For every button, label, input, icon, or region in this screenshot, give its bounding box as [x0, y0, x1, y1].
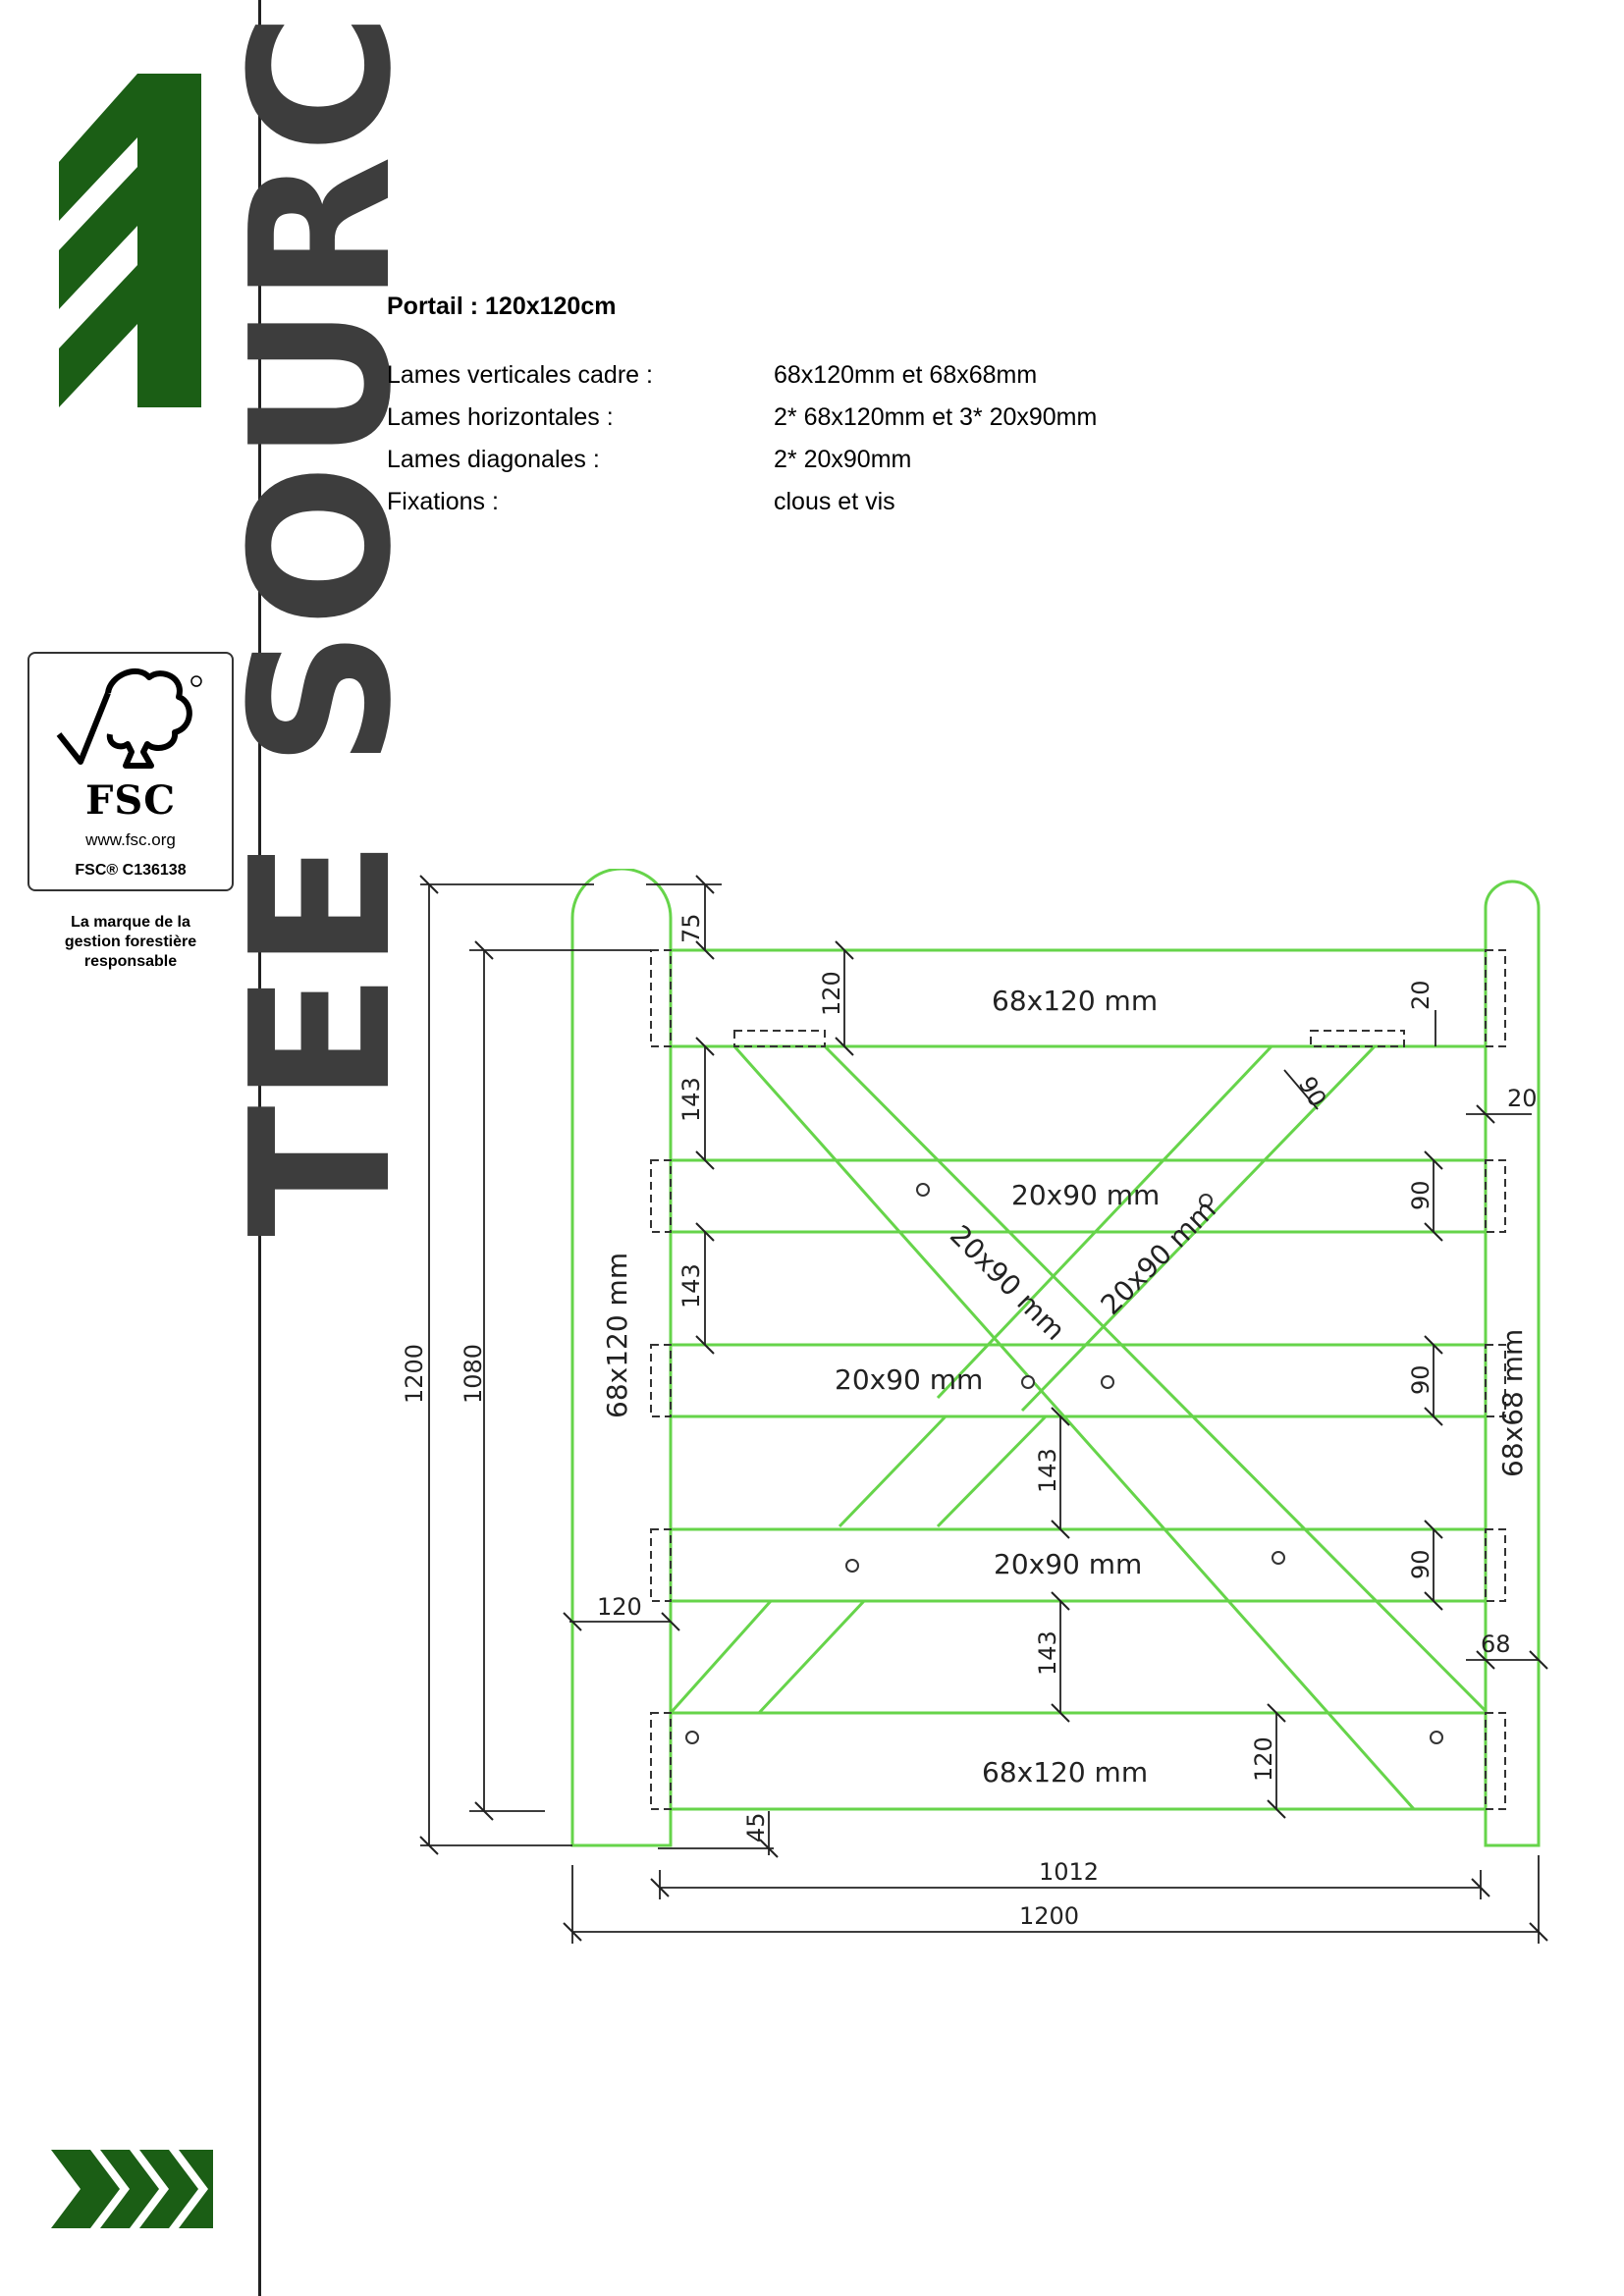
joint-box — [733, 1030, 826, 1047]
spec-row: Lames verticales cadre : 68x120mm et 68x… — [387, 361, 1271, 403]
joint-box — [650, 949, 672, 1047]
fixing-hole — [1021, 1375, 1035, 1389]
dim-width-total: 1200 — [1019, 1902, 1079, 1930]
dim-width-inner: 1012 — [1039, 1858, 1099, 1886]
spec-value: 68x120mm et 68x68mm — [774, 361, 1038, 389]
joint-box — [650, 1344, 672, 1417]
fixing-hole — [1199, 1194, 1213, 1207]
fixing-hole — [1272, 1551, 1285, 1565]
rail-2-label: 20x90 mm — [1011, 1179, 1160, 1211]
lower-brace — [838, 1415, 947, 1528]
dim-top-offset: 75 — [677, 913, 705, 943]
dim-gap-4: 143 — [1034, 1630, 1061, 1676]
lower-brace — [936, 1415, 1048, 1528]
dim-diag-width: 90 — [1293, 1072, 1332, 1111]
lower-brace — [757, 1599, 866, 1715]
fsc-tagline-line: responsable — [83, 953, 178, 970]
gate-drawing: 68x120 mm 20x90 mm 20x90 mm 20x90 mm 68x… — [401, 869, 1548, 1944]
right-post-outline — [1484, 880, 1541, 1847]
fixing-hole — [845, 1559, 859, 1573]
joint-box — [1310, 1030, 1405, 1047]
dim-height-inner: 1080 — [460, 1344, 487, 1404]
lower-brace — [669, 1599, 773, 1715]
joint-box — [1485, 1528, 1506, 1602]
top-rail-label: 68x120 mm — [992, 985, 1158, 1017]
spec-label: Lames verticales cadre : — [387, 361, 653, 389]
fixing-hole — [1430, 1731, 1443, 1744]
hidden-joints — [650, 949, 1506, 1810]
fsc-tagline-line: La marque de la — [71, 914, 190, 931]
fixing-hole — [685, 1731, 699, 1744]
spec-value: clous et vis — [774, 488, 895, 515]
joint-box — [1485, 1344, 1506, 1417]
rail-4-label: 20x90 mm — [994, 1548, 1142, 1580]
joint-box — [650, 1712, 672, 1810]
right-post-label: 68x68 mm — [1496, 1329, 1529, 1477]
dim-bottom-rail-h: 120 — [1250, 1736, 1277, 1782]
dim-rail-h-2: 90 — [1407, 1180, 1435, 1210]
joint-box — [1485, 1159, 1506, 1233]
spec-value: 2* 68x120mm et 3* 20x90mm — [774, 403, 1098, 431]
second-diagonal-edge — [936, 1044, 1273, 1400]
joint-box — [1485, 1712, 1506, 1810]
dim-gap-1: 143 — [677, 1077, 705, 1122]
left-post-outline — [570, 869, 673, 1847]
dim-right-post-w: 68 — [1481, 1630, 1511, 1658]
rail-3 — [669, 1343, 1488, 1418]
spec-value: 2* 20x90mm — [774, 446, 912, 473]
fsc-code: FSC® C136138 — [75, 862, 187, 879]
fixing-hole — [1101, 1375, 1114, 1389]
dim-rail-h-3: 90 — [1407, 1364, 1435, 1395]
dimension-lines — [420, 883, 1540, 1944]
spec-label: Lames horizontales : — [387, 403, 614, 431]
dim-gap-3: 143 — [1034, 1448, 1061, 1493]
spec-label: Lames diagonales : — [387, 446, 600, 473]
fsc-logo: FSC www.fsc.org FSC® C136138 — [27, 652, 234, 891]
diag-main-label: 20x90 mm — [944, 1219, 1071, 1347]
fsc-url: www.fsc.org — [85, 830, 176, 849]
dim-gap-2: 143 — [677, 1263, 705, 1308]
dim-right-side: 20 — [1507, 1085, 1538, 1112]
spec-row: Fixations : clous et vis — [387, 488, 1271, 530]
spec-list: Lames verticales cadre : 68x120mm et 68x… — [387, 361, 1271, 530]
drawing-labels: 68x120 mm 20x90 mm 20x90 mm 20x90 mm 68x… — [601, 985, 1529, 1789]
fixing-holes — [685, 1183, 1443, 1744]
sidebar-divider — [258, 0, 261, 2296]
left-post-label: 68x120 mm — [601, 1253, 633, 1418]
dim-right-top: 20 — [1407, 980, 1435, 1010]
dim-post-width: 120 — [597, 1593, 642, 1621]
tee-sourcing-logo-icon — [59, 74, 201, 407]
joint-box — [1485, 949, 1506, 1047]
dim-height-total: 1200 — [401, 1344, 428, 1404]
spec-label: Fixations : — [387, 488, 499, 515]
joint-box — [650, 1159, 672, 1233]
joint-box — [650, 1528, 672, 1602]
brand-stripes-icon — [51, 2150, 213, 2228]
dim-bottom-offset: 45 — [742, 1812, 770, 1842]
fsc-tagline: La marque de la gestion forestière respo… — [27, 913, 234, 972]
dim-rail-h-4: 90 — [1407, 1549, 1435, 1579]
rail-3-label: 20x90 mm — [835, 1363, 983, 1396]
spec-row: Lames horizontales : 2* 68x120mm et 3* 2… — [387, 403, 1271, 446]
dimension-ticks — [419, 875, 1548, 1942]
fsc-title: FSC — [84, 777, 177, 824]
fsc-tree-check-icon — [56, 667, 202, 769]
dim-top-rail-h: 120 — [818, 971, 845, 1016]
page-title: Portail : 120x120cm — [387, 293, 617, 320]
fsc-tagline-line: gestion forestière — [64, 934, 197, 950]
fixing-hole — [916, 1183, 930, 1197]
bottom-rail-label: 68x120 mm — [982, 1756, 1148, 1789]
spec-row: Lames diagonales : 2* 20x90mm — [387, 446, 1271, 488]
